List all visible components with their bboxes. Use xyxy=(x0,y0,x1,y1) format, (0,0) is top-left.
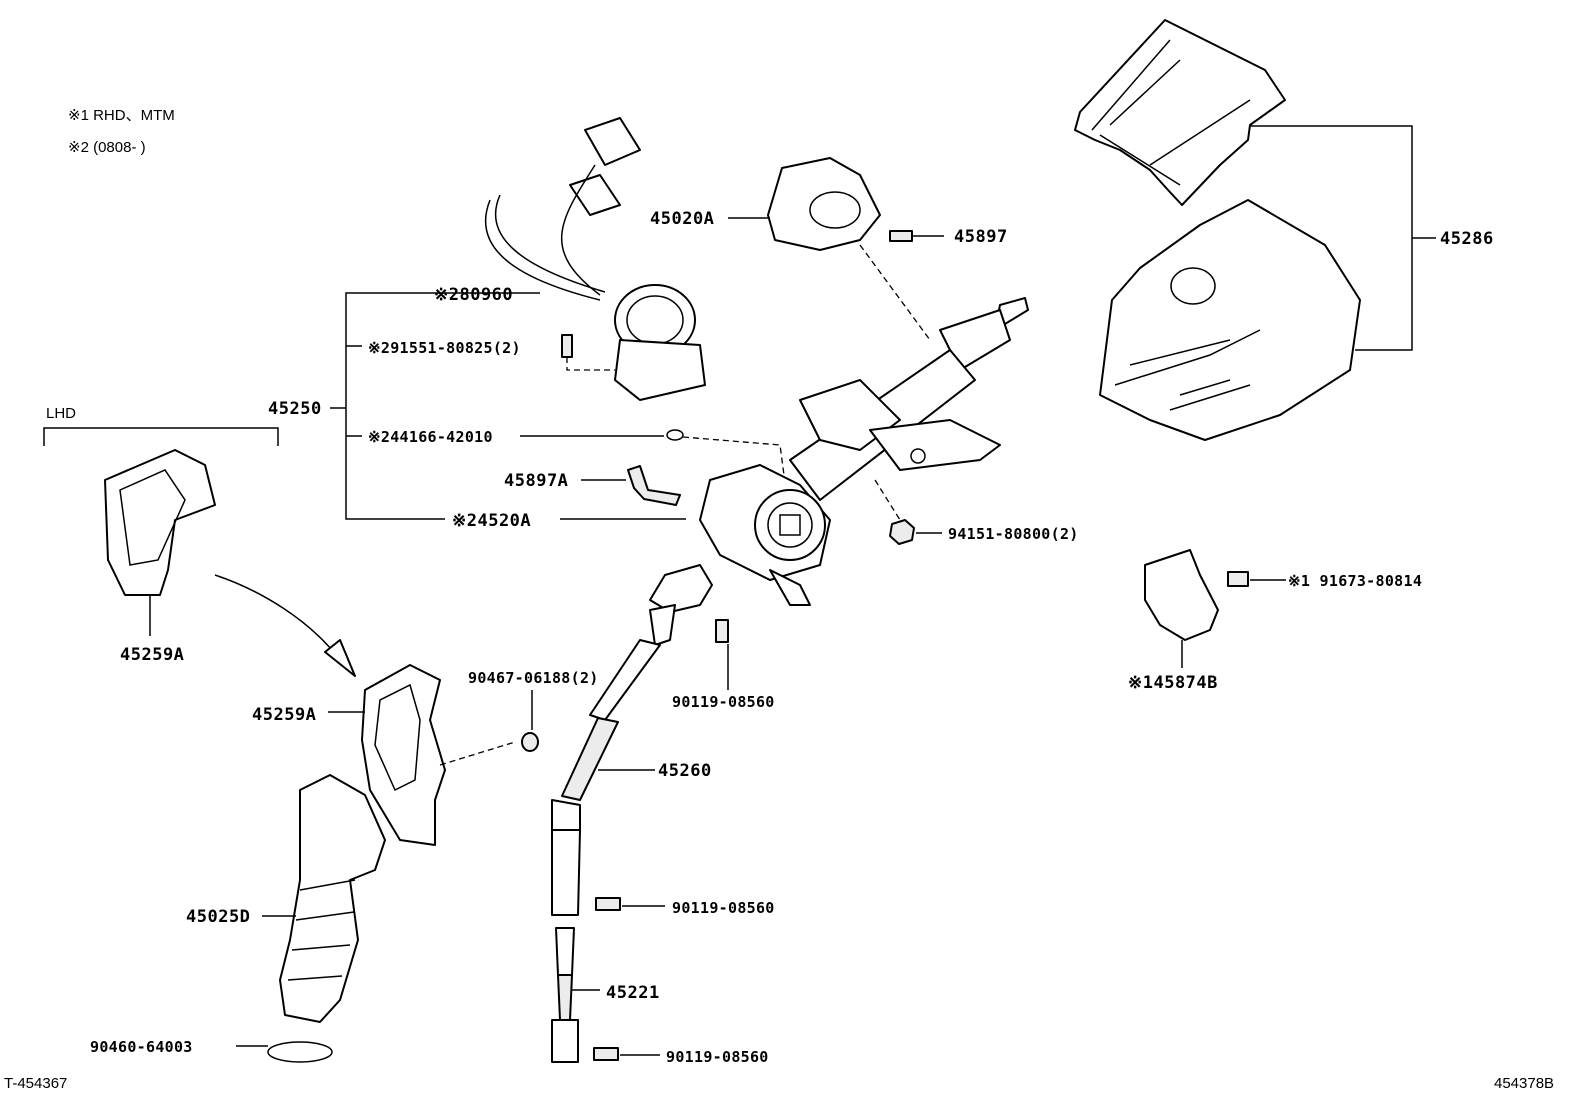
boot-45259A xyxy=(328,664,516,846)
lower-column-cover xyxy=(1099,199,1361,441)
clip-90467 xyxy=(521,690,539,752)
callout-45897: 45897 xyxy=(954,227,1008,247)
boot-45025D xyxy=(262,774,386,1023)
screw-91551 xyxy=(561,334,615,371)
ignition-switch-harness xyxy=(484,117,706,401)
callout-45897A: 45897A xyxy=(504,471,568,491)
bolt-45897A xyxy=(581,465,681,506)
lower-shaft-45221 xyxy=(551,927,600,1063)
callout-90467: 90467-06188(2) xyxy=(468,669,599,687)
callout-45260: 45260 xyxy=(658,761,712,781)
nut-94151 xyxy=(874,479,942,545)
callout-45286: 45286 xyxy=(1440,229,1494,249)
note-date-range: ※2 (0808- ) xyxy=(68,139,146,156)
callout-291551: ※291551-80825(2) xyxy=(368,339,521,357)
steering-column-assembly xyxy=(699,297,1029,606)
bracket-45874B xyxy=(1144,549,1219,668)
callout-145874B: ※145874B xyxy=(1128,673,1218,693)
callout-45221: 45221 xyxy=(606,983,660,1003)
screw-45897 xyxy=(889,230,944,242)
callout-90119-a: 90119-08560 xyxy=(672,693,775,711)
callout-244166: ※244166-42010 xyxy=(368,428,493,446)
lock-housing xyxy=(767,157,881,251)
diagram-code-right: 454378B xyxy=(1494,1075,1554,1092)
note-rhd-mtm: ※1 RHD、MTM xyxy=(68,107,175,124)
callout-191673: ※1 91673-80814 xyxy=(1288,572,1422,590)
upper-column-cover xyxy=(1074,19,1286,206)
callout-90460: 90460-64003 xyxy=(90,1038,193,1056)
callout-90119-b: 90119-08560 xyxy=(672,899,775,917)
direction-arrow xyxy=(214,574,356,677)
callout-45020A: 45020A xyxy=(650,209,714,229)
o-ring-44166 xyxy=(520,429,791,521)
leader-group-45250 xyxy=(330,292,540,520)
lhd-label: LHD xyxy=(46,405,76,422)
bolt-90119-a xyxy=(715,619,729,690)
boot-45259A-lhd xyxy=(104,449,216,636)
bolt-90119-c xyxy=(593,1047,660,1061)
callout-280960: ※280960 xyxy=(434,285,513,305)
bolt-90119-b xyxy=(595,897,665,911)
lhd-bracket: LHD xyxy=(43,405,279,446)
callout-45259A-lhd: 45259A xyxy=(120,645,184,665)
callout-45259A: 45259A xyxy=(252,705,316,725)
intermediate-shaft-45260 xyxy=(551,564,713,916)
callout-24520A: ※24520A xyxy=(452,511,531,531)
callout-45025D: 45025D xyxy=(186,907,250,927)
callout-90119-c: 90119-08560 xyxy=(666,1048,769,1066)
screw-91673 xyxy=(1227,571,1286,587)
leader-45286 xyxy=(1250,125,1436,351)
callout-94151: 94151-80800(2) xyxy=(948,525,1079,543)
diagram-code-left: T-454367 xyxy=(4,1075,67,1092)
callout-45250: 45250 xyxy=(268,399,322,419)
clamp-90460 xyxy=(236,1041,333,1063)
